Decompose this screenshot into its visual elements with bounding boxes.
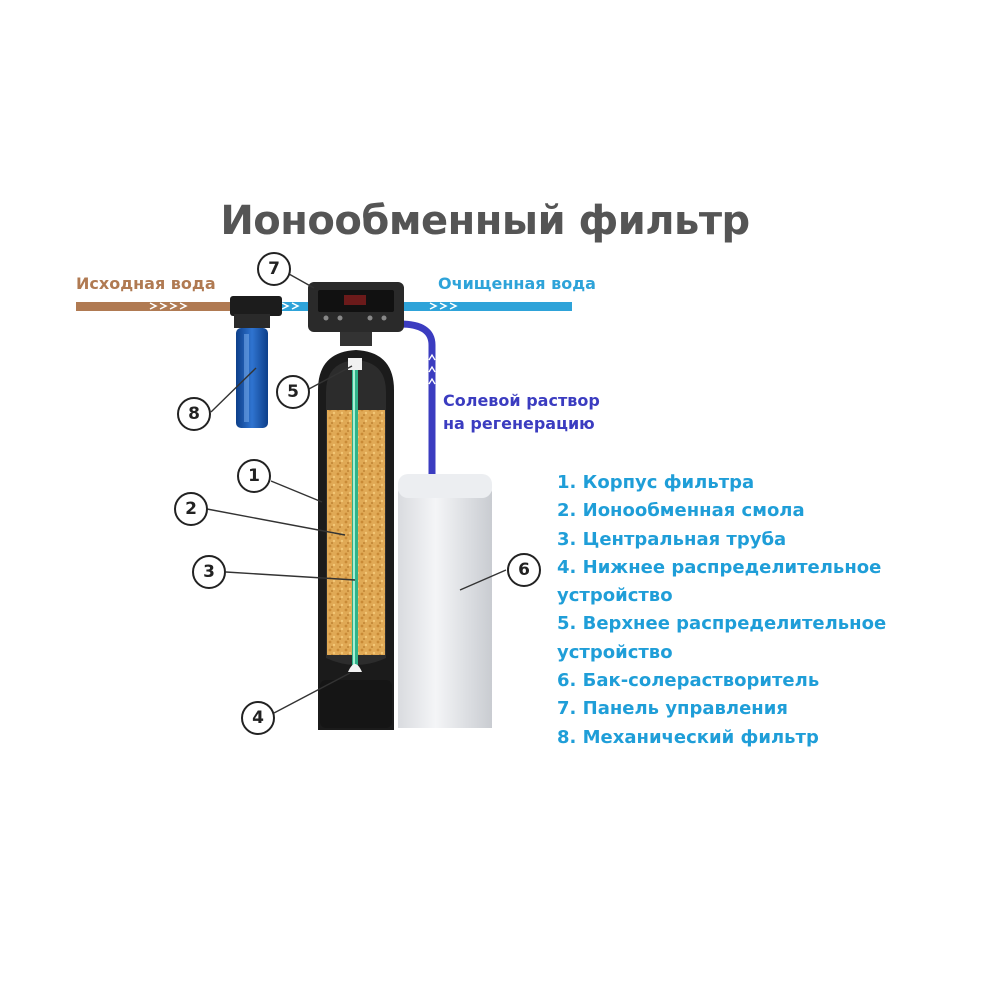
brine-tank [398,474,492,728]
brine-label-line2: на регенерацию [443,414,595,433]
callout-8: 8 [177,397,211,431]
callout-1: 1 [237,459,271,493]
legend-item: 3. Центральная труба [557,528,787,550]
legend-item: 8. Механический фильтр [557,726,819,748]
callout-2: 2 [174,492,208,526]
legend-item: 1. Корпус фильтра [557,472,755,493]
legend-item: 5. Верхнее распределительное устройство [557,613,887,663]
legend-item: 7. Панель управления [557,698,788,720]
legend-item: 2. Ионообменная смола [557,500,805,522]
legend-item: 4. Нижнее распределительное устройство [557,556,882,607]
raw-water-label: Исходная вода [76,274,216,293]
diagram-title: Ионообменный фильтр [220,198,750,244]
parts-legend: 1. Корпус фильтра 2. Ионообменная смола … [557,469,897,752]
control-valve [308,282,404,346]
clean-water-label: Очищенная вода [438,274,596,293]
callout-5: 5 [276,375,310,409]
filter-vessel [318,350,394,730]
callout-3: 3 [192,555,226,589]
callout-6: 6 [507,553,541,587]
legend-item: 6. Бак-солерастворитель [557,670,820,692]
raw-water-pipe [76,302,246,311]
brine-label-line1: Солевой раствор [443,391,600,410]
callout-4: 4 [241,701,275,735]
brine-line [399,320,436,476]
callout-leaders [206,273,507,714]
mechanical-filter [230,296,282,428]
callout-7: 7 [257,252,291,286]
clean-water-pipe [270,302,572,311]
